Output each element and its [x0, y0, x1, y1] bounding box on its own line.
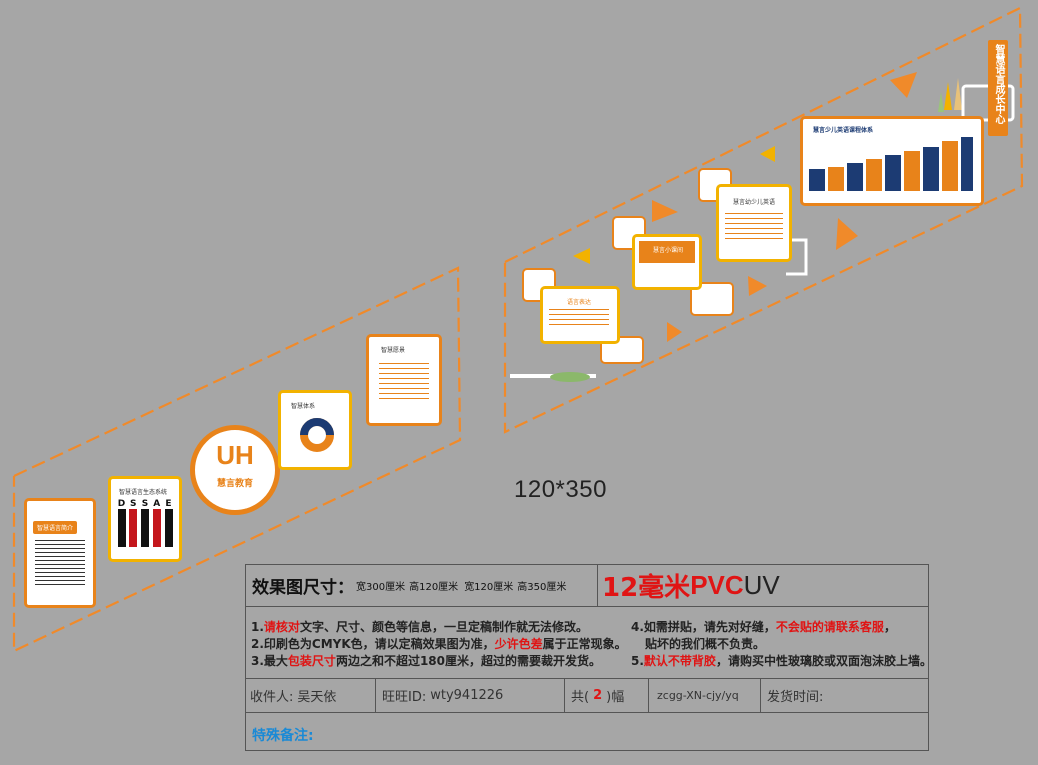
text-lines — [379, 359, 429, 403]
height-value: 高120厘米 — [409, 582, 459, 593]
count-prefix: 共( — [571, 690, 590, 705]
panel-ecosystem: 智慧语言生态系统 D S S A E — [108, 476, 182, 562]
panel-intro: 智慧语言简介 — [24, 498, 96, 608]
note-3: 3.最大包装尺寸两边之和不超过180厘米，超过的需要裁开发货。 — [251, 654, 601, 668]
material-cell: 12毫米 PVC UV — [600, 565, 928, 606]
notes-left: 1.请核对文字、尺寸、颜色等信息，一旦定稿制作就无法修改。 2.印刷色为CMYK… — [251, 619, 627, 670]
letter: S — [130, 499, 137, 509]
panel-kids-english: 慧言幼少儿英语 — [716, 184, 792, 262]
ship-label: 发货时间: — [767, 690, 824, 705]
count-suffix: )幅 — [606, 690, 625, 705]
note-1: 1.请核对文字、尺寸、颜色等信息，一旦定稿制作就无法修改。 — [251, 620, 588, 634]
remark-row: 特殊备注: — [252, 725, 314, 745]
panel-title: 智慧语言简介 — [33, 521, 78, 534]
vertical-sign-text: 智慧语言成长中心 — [993, 44, 1004, 124]
panel-title: 智慧愿景 — [381, 347, 406, 354]
panel-title: 慧言幼少儿英语 — [733, 199, 776, 206]
note-5: 5.默认不带背胶，请购买中性玻璃胶或双面泡沫胶上墙。 — [631, 654, 932, 668]
dimension-label: 120*350 — [514, 476, 607, 503]
panel-title: 慧言小课间 — [653, 247, 684, 254]
count-value: 2 — [593, 688, 603, 703]
thickness: 12毫米 — [602, 573, 691, 603]
panel-title: 语言表达 — [567, 299, 592, 306]
note-4: 4.如需拼贴，请先对好缝，不会贴的请联系客服， — [631, 620, 896, 634]
logo-text: 慧言教育 — [216, 479, 253, 489]
wangwang-label: 旺旺ID: — [382, 690, 427, 705]
remark-label: 特殊备注: — [252, 728, 314, 744]
vertical-sign: 智慧语言成长中心 — [988, 40, 1008, 136]
letter: E — [165, 499, 172, 509]
width2-value: 宽120厘米 — [464, 582, 514, 593]
count-cell: 共( 2 )幅 — [565, 679, 649, 712]
note-2: 2.印刷色为CMYK色，请以定稿效果图为准，少许色差属于正常现象。 — [251, 637, 627, 651]
text-lines — [549, 305, 609, 329]
orange-block — [639, 241, 695, 263]
panel-curriculum: 慧言少儿英语课程体系 — [800, 116, 984, 206]
order-code: zcgg-XN-cjy/yq — [657, 689, 739, 702]
logo-mark: UH — [216, 440, 254, 470]
letter: D — [117, 499, 126, 509]
letter: S — [141, 499, 149, 509]
info-table: 效果图尺寸： 宽300厘米 高120厘米 宽120厘米 高350厘米 12毫米 … — [245, 564, 932, 751]
logo-circle: UH 慧言教育 — [190, 425, 280, 515]
recipient-label: 收件人: — [250, 690, 294, 705]
panel-expression: 语言表达 — [540, 286, 620, 344]
notes-row: 1.请核对文字、尺寸、颜色等信息，一旦定稿制作就无法修改。 2.印刷色为CMYK… — [246, 607, 932, 679]
print-type: UV — [743, 570, 780, 600]
wangwang-value: wty941226 — [430, 688, 504, 703]
ship-cell: 发货时间: — [761, 679, 929, 712]
wangwang-cell: 旺旺ID: wty941226 — [376, 679, 565, 712]
order-row: 收件人: 吴天依 旺旺ID: wty941226 共( 2 )幅 zcgg-XN… — [246, 679, 928, 713]
height2-value: 高350厘米 — [517, 582, 567, 593]
letter-columns: D S S A E — [117, 499, 173, 551]
panel-vision: 智慧愿景 — [366, 334, 442, 426]
panel-title: 智慧体系 — [291, 403, 316, 410]
panel-system: 智慧体系 — [278, 390, 352, 470]
size-row: 效果图尺寸： 宽300厘米 高120厘米 宽120厘米 高350厘米 12毫米 … — [246, 565, 928, 607]
curriculum-bars — [809, 137, 973, 191]
recipient-cell: 收件人: 吴天依 — [246, 679, 376, 712]
effect-size-cell: 效果图尺寸： 宽300厘米 高120厘米 宽120厘米 高350厘米 — [246, 565, 598, 606]
panel-title: 智慧语言生态系统 — [119, 489, 168, 496]
code-cell: zcgg-XN-cjy/yq — [649, 679, 761, 712]
material-type: PVC — [690, 570, 744, 600]
donut-graphic — [300, 418, 334, 452]
panel-title: 慧言少儿英语课程体系 — [813, 127, 874, 134]
panel-break: 慧言小课间 — [632, 234, 702, 290]
notes-right: 4.如需拼贴，请先对好缝，不会贴的请联系客服， 贴坏的我们概不负责。 5.默认不… — [631, 619, 932, 670]
width-value: 宽300厘米 — [356, 582, 406, 593]
text-lines — [725, 209, 783, 243]
text-lines — [35, 537, 85, 588]
recipient-value: 吴天依 — [297, 690, 337, 705]
letter: A — [153, 499, 161, 509]
note-4b: 贴坏的我们概不负责。 — [645, 637, 766, 651]
effect-size-label: 效果图尺寸： — [252, 578, 354, 598]
